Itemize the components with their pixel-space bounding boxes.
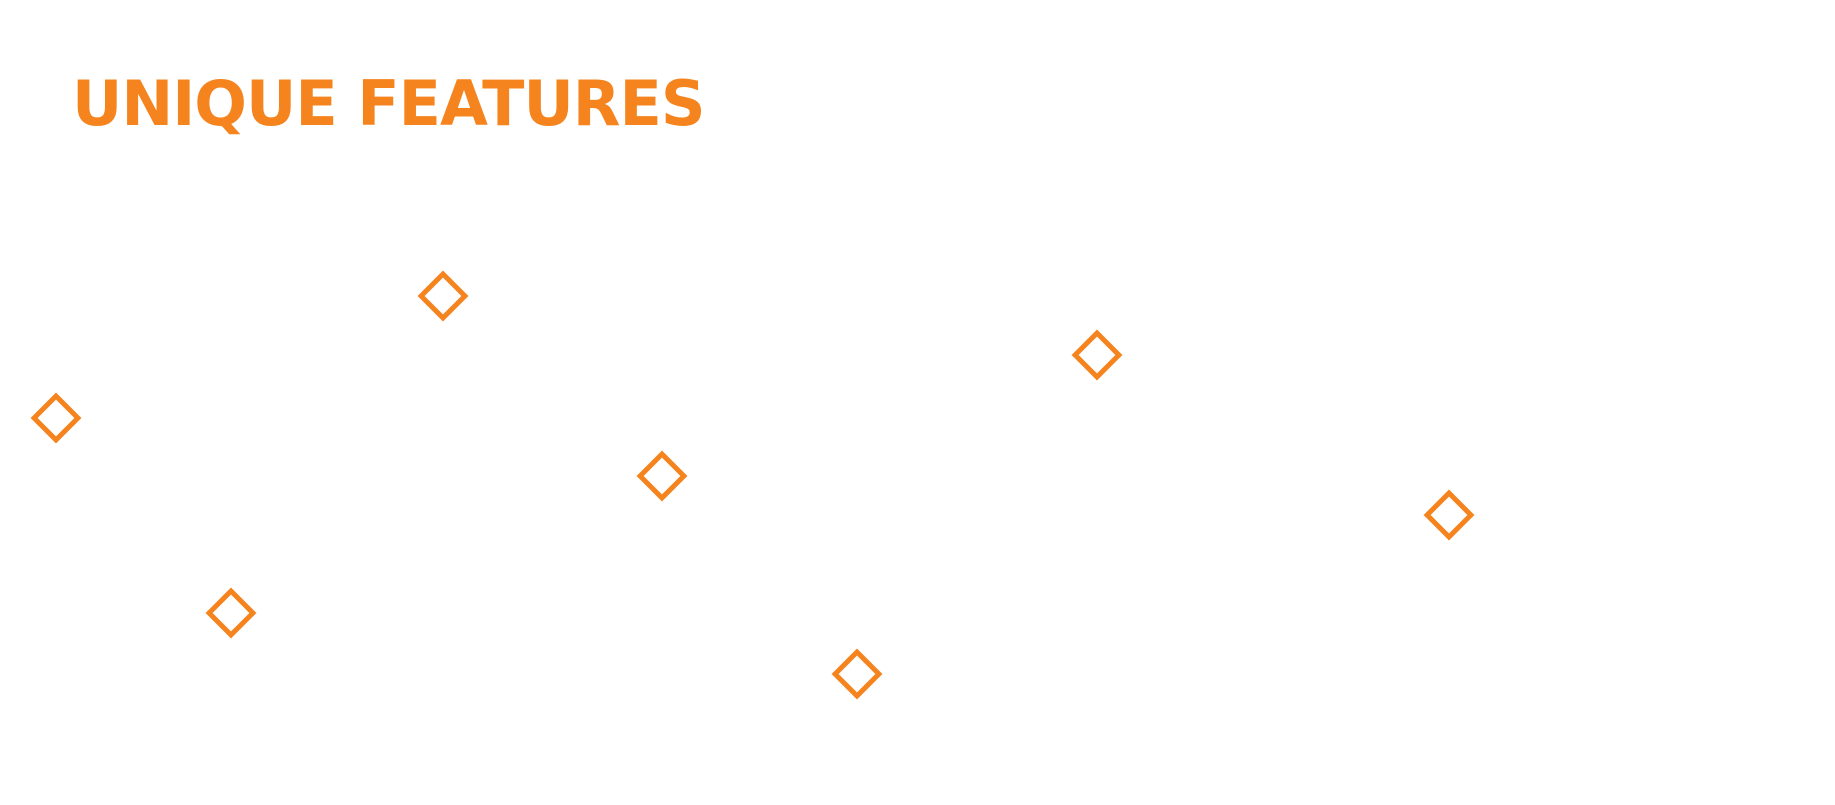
section-heading: UNIQUE FEATURES [72,67,706,140]
diamond-outline-icon [831,648,883,700]
diamond-outline-icon [1071,329,1123,381]
diamond-outline-icon [1423,489,1475,541]
diamond-outline-icon [30,392,82,444]
diamond-outline-icon [205,587,257,639]
diamond-outline-icon [417,270,469,322]
diamond-outline-icon [636,450,688,502]
